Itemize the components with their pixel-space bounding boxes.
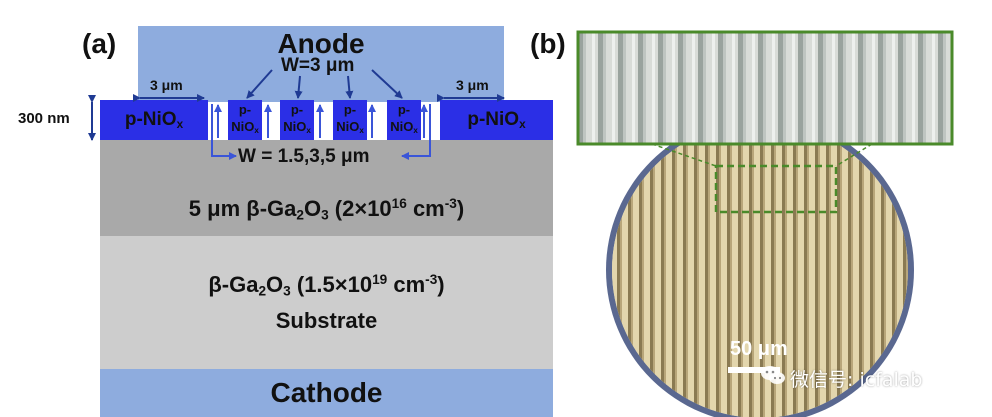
zoom-connector bbox=[835, 143, 873, 167]
zoom-region bbox=[714, 164, 838, 214]
finger-label-top: p- bbox=[343, 102, 357, 117]
pnio-finger: p- NiOx bbox=[280, 100, 314, 140]
width-top-label: W=3 μm bbox=[281, 55, 355, 76]
width-bottom-label: W = 1.5,3,5 μm bbox=[238, 146, 370, 167]
pnio-left-label: p-NiO bbox=[124, 109, 177, 130]
panel-b-label: (b) bbox=[530, 28, 566, 59]
finger-label-top: p- bbox=[238, 102, 252, 117]
pnio-right-sub: x bbox=[519, 117, 526, 131]
finger-label-mid: NiO bbox=[231, 119, 255, 134]
finger-label-sub: x bbox=[359, 126, 364, 135]
substrate-layer: β-Ga2O3 (1.5×1019 cm-3) Substrate bbox=[100, 236, 553, 369]
pnio-finger: p- NiOx bbox=[228, 100, 262, 140]
epi-layer: 5 μm β-Ga2O3 (2×1016 cm-3) bbox=[100, 140, 553, 236]
pnio-finger: p- NiOx bbox=[333, 100, 367, 140]
finger-label-mid: NiO bbox=[283, 119, 307, 134]
scale-bar-label: 50 μm bbox=[730, 338, 788, 360]
substrate-label: Substrate bbox=[275, 308, 378, 333]
cathode-label: Cathode bbox=[270, 377, 383, 408]
substrate-formula: β-Ga2O3 (1.5×1019 cm-3) bbox=[208, 272, 445, 299]
finger-label-sub: x bbox=[306, 126, 311, 135]
inset-image bbox=[576, 30, 954, 146]
anode-label: Anode bbox=[277, 28, 365, 59]
thickness-label: 300 nm bbox=[18, 110, 70, 127]
width-arrow bbox=[246, 69, 273, 99]
spacing-right-label: 3 μm bbox=[456, 77, 489, 93]
dimension-arrows bbox=[88, 69, 505, 160]
finger-label-top: p- bbox=[290, 102, 304, 117]
width-bracket bbox=[211, 104, 237, 160]
anode-layer: Anode bbox=[138, 26, 504, 102]
finger-label-sub: x bbox=[254, 126, 259, 135]
pnio-right-label: p-NiO bbox=[467, 109, 520, 130]
pnio-left-sub: x bbox=[176, 117, 184, 131]
pnio-left-pad: p-NiOx bbox=[100, 100, 208, 140]
epi-label: 5 μm β-Ga2O3 (2×1016 cm-3) bbox=[188, 196, 465, 223]
cathode-layer: Cathode bbox=[100, 369, 553, 417]
finger-label-sub: x bbox=[413, 126, 418, 135]
scale-bar bbox=[728, 367, 780, 373]
width-arrow bbox=[371, 69, 403, 99]
finger-label-top: p- bbox=[397, 102, 411, 117]
width-bracket bbox=[401, 104, 431, 160]
panel-a-label: (a) bbox=[82, 28, 117, 59]
pnio-right-pad: p-NiOx bbox=[440, 100, 553, 140]
width-arrow bbox=[294, 75, 303, 99]
wechat-icon bbox=[760, 364, 786, 386]
width-arrow bbox=[345, 75, 354, 99]
finger-label-mid: NiO bbox=[390, 119, 414, 134]
watermark: 微信号: icfalab bbox=[790, 369, 923, 391]
zoom-connector bbox=[651, 143, 717, 167]
pnio-finger: p- NiOx bbox=[387, 100, 421, 140]
finger-label-mid: NiO bbox=[336, 119, 360, 134]
spacing-left-label: 3 μm bbox=[150, 77, 183, 93]
